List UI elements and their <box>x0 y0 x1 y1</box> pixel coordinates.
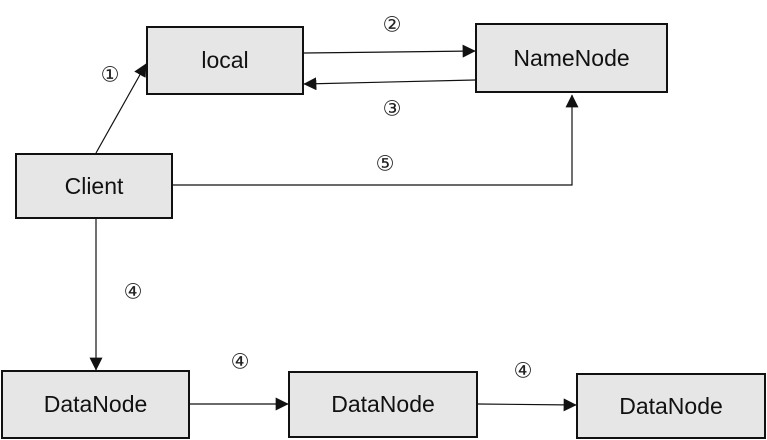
node-local-label: local <box>201 47 249 73</box>
node-namenode: NameNode <box>475 23 668 93</box>
step-label-5: ⑤ <box>375 151 395 176</box>
step-label-4-client: ④ <box>123 279 143 304</box>
node-datanode-2: DataNode <box>288 371 478 438</box>
arrow-client-to-local <box>95 63 147 154</box>
step-label-3: ③ <box>382 96 402 121</box>
node-datanode-3-label: DataNode <box>619 392 723 419</box>
step-label-4-datanode-1-2: ④ <box>230 349 250 374</box>
node-datanode-1: DataNode <box>1 370 190 439</box>
step-label-2: ② <box>382 12 402 37</box>
node-client-label: Client <box>64 172 124 199</box>
node-local: local <box>146 26 304 95</box>
node-datanode-2-label: DataNode <box>331 391 435 417</box>
node-datanode-3: DataNode <box>576 373 766 439</box>
step-label-1: ① <box>100 62 120 87</box>
step-label-4-datanode-2-3: ④ <box>513 358 533 383</box>
arrow-local-to-namenode <box>303 44 476 58</box>
arrow-namenode-to-local <box>303 77 476 91</box>
node-namenode-label: NameNode <box>513 44 630 71</box>
arrow-client-to-namenode <box>172 94 579 186</box>
arrow-datanode-2-to-datanode-3 <box>477 398 577 412</box>
node-client: Client <box>15 153 173 219</box>
node-datanode-1-label: DataNode <box>43 391 148 417</box>
